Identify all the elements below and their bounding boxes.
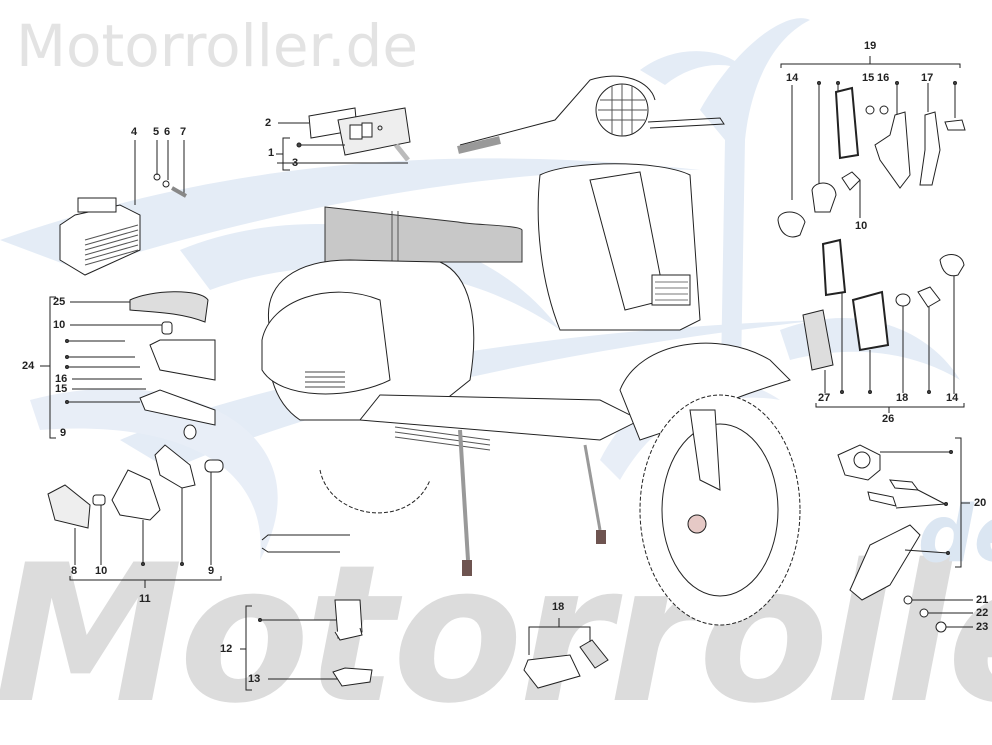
callout-8: 8: [71, 565, 78, 577]
callout-26: 26: [882, 413, 895, 425]
callout-3: 3: [292, 157, 299, 169]
callout-10-right: 10: [855, 220, 868, 232]
scooter-illustration: [261, 75, 801, 626]
callout-4: 4: [131, 126, 138, 138]
callout-11: 11: [139, 593, 151, 605]
callout-10-left: 10: [53, 319, 66, 331]
callout-16-top: 16: [877, 72, 890, 84]
callout-10-lower: 10: [95, 565, 108, 577]
callout-2: 2: [265, 117, 272, 129]
regulator-part: [59, 197, 141, 276]
callout-15-top: 15: [862, 72, 875, 84]
callout-21: 21: [976, 594, 989, 606]
callout-15-left: 15: [55, 383, 68, 395]
callout-12: 12: [220, 643, 233, 655]
callout-7: 7: [180, 126, 187, 138]
callout-23: 23: [976, 621, 989, 633]
callout-19: 19: [864, 40, 877, 52]
callout-18-bottom: 18: [552, 601, 565, 613]
callout-14-bottom: 14: [946, 392, 959, 404]
parts-diagram: [40, 56, 973, 691]
callout-16-left: 16: [55, 373, 68, 385]
callout-22: 22: [976, 607, 989, 619]
switch-unit-part: [308, 107, 411, 162]
callout-20: 20: [974, 497, 987, 509]
callout-5: 5: [153, 126, 160, 138]
watermark-top-text: Motorroller.de: [16, 12, 419, 80]
callout-13: 13: [248, 673, 261, 685]
callout-6: 6: [164, 126, 171, 138]
callout-24: 24: [22, 360, 35, 372]
callout-18-right: 18: [896, 392, 909, 404]
callout-1: 1: [268, 147, 275, 159]
callout-27: 27: [818, 392, 831, 404]
callout-25: 25: [53, 296, 66, 308]
callout-9-upper: 9: [60, 427, 67, 439]
callout-14-top: 14: [786, 72, 799, 84]
callout-17: 17: [921, 72, 934, 84]
callout-9-lower: 9: [208, 565, 215, 577]
